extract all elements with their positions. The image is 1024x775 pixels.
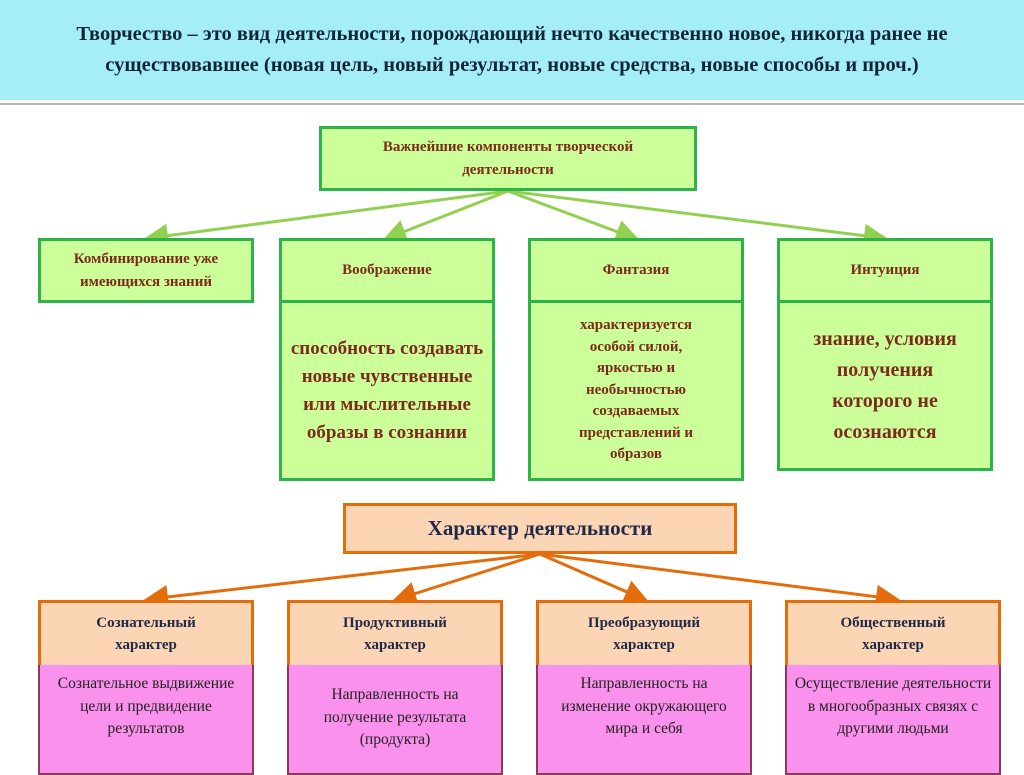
character-social-desc: Осуществление деятельности в многообразн… — [785, 665, 1001, 775]
component-intuition-desc: знание, условия получения которого не ос… — [777, 303, 993, 471]
arrow-transforming — [539, 552, 649, 603]
component-label: Комбинирование уже имеющихся знаний — [73, 250, 219, 290]
character-label: Продуктивный характер — [343, 615, 447, 653]
character-transforming-desc: Направленность на изменение окружающего … — [536, 665, 752, 775]
character-title: Характер деятельности — [427, 516, 653, 540]
component-fantasy-desc: характеризуется особой силой, яркостью и… — [528, 303, 744, 481]
component-desc: характеризуется особой силой, яркостью и… — [578, 317, 694, 463]
character-title-box: Характер деятельности — [343, 503, 737, 554]
character-desc: Направленность на получение результата (… — [323, 686, 467, 748]
character-label: Общественный характер — [840, 615, 946, 653]
arrow-conscious — [144, 552, 541, 609]
component-label: Фантазия — [602, 262, 670, 278]
component-desc: способность создавать новые чувственные … — [290, 337, 484, 443]
character-desc: Осуществление деятельности в многообразн… — [794, 675, 992, 737]
character-transforming: Преобразующий характер — [536, 600, 752, 665]
component-label: Интуиция — [850, 262, 920, 278]
character-label: Сознательный характер — [96, 615, 196, 653]
character-conscious-desc: Сознательное выдвижение цели и предвиден… — [38, 665, 254, 775]
definition-text: Творчество – это вид деятельности, порож… — [76, 23, 948, 76]
character-label: Преобразующий характер — [587, 615, 701, 653]
component-label: Воображение — [342, 262, 432, 278]
character-social: Общественный характер — [785, 600, 1001, 665]
arrow-intuition — [507, 189, 888, 248]
arrow-fantasy — [507, 189, 640, 243]
components-title: Важнейшие компоненты творческой деятельн… — [382, 138, 634, 178]
arrow-productive — [392, 552, 541, 606]
component-intuition: Интуиция — [777, 238, 993, 303]
components-title-box: Важнейшие компоненты творческой деятельн… — [319, 126, 697, 191]
character-desc: Направленность на изменение окружающего … — [561, 675, 727, 737]
character-conscious: Сознательный характер — [38, 600, 254, 665]
component-imagination: Воображение — [279, 238, 495, 303]
component-combining: Комбинирование уже имеющихся знаний — [38, 238, 254, 303]
character-desc: Сознательное выдвижение цели и предвиден… — [57, 675, 235, 737]
divider — [0, 103, 1024, 105]
component-desc: знание, условия получения которого не ос… — [813, 327, 957, 443]
arrow-social — [539, 552, 900, 609]
arrow-combining — [144, 189, 509, 248]
character-productive: Продуктивный характер — [287, 600, 503, 665]
component-imagination-desc: способность создавать новые чувственные … — [279, 303, 495, 481]
character-productive-desc: Направленность на получение результата (… — [287, 665, 503, 775]
component-fantasy: Фантазия — [528, 238, 744, 303]
arrow-imagination — [382, 189, 509, 243]
definition-banner: Творчество – это вид деятельности, порож… — [0, 0, 1024, 100]
